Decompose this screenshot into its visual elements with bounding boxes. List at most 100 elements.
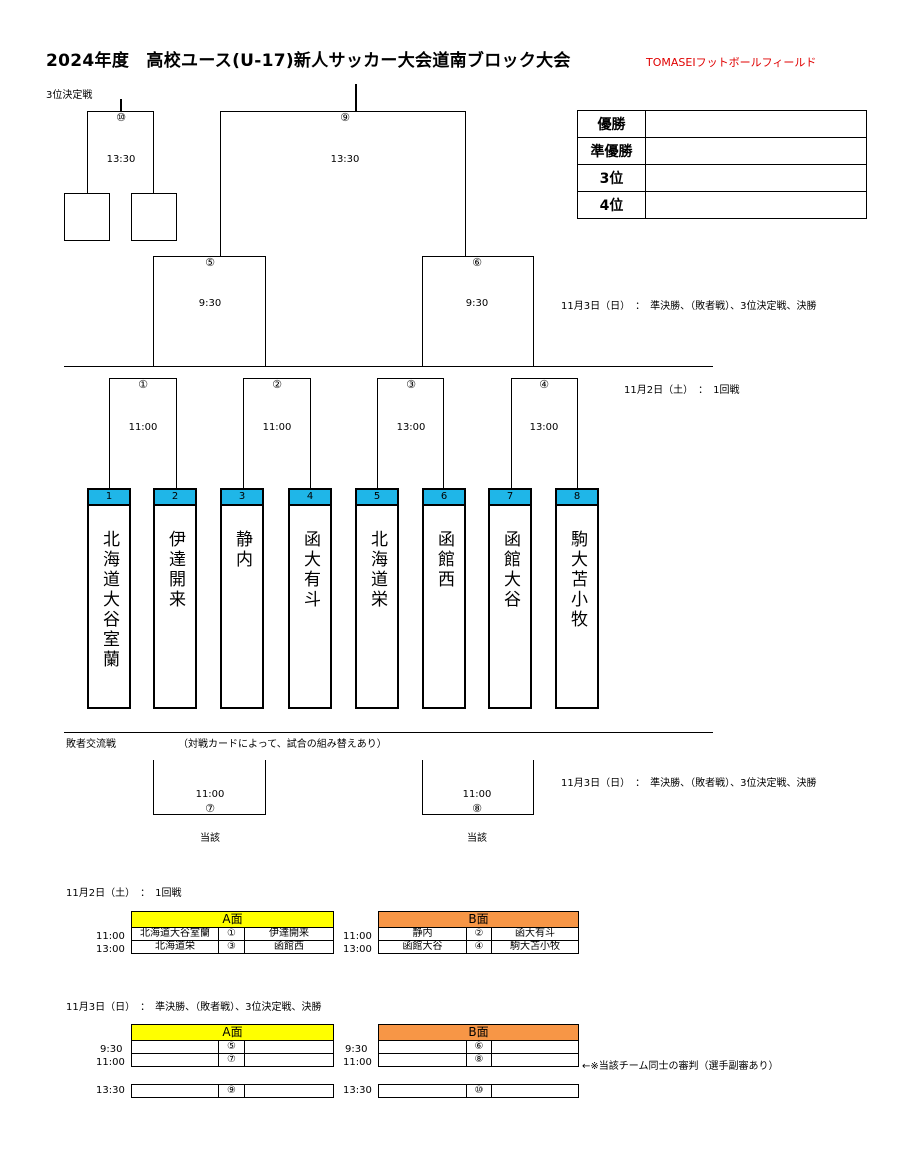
bracket-line — [377, 378, 444, 379]
results-value — [645, 137, 867, 165]
away-team — [243, 1040, 335, 1054]
team-number: 3 — [222, 490, 262, 506]
match-time-4: 13:00 — [529, 422, 559, 433]
match-number-2: ② — [272, 378, 282, 391]
consolation-day-note: 11月3日（日） ： 準決勝、（敗者戦）、3位決定戦、決勝 — [561, 778, 817, 789]
final-court-b-table: ⑩ — [378, 1084, 579, 1098]
away-team — [491, 1053, 579, 1067]
team-name: 函館西 — [434, 530, 454, 590]
match-time-10: 13:30 — [106, 154, 136, 165]
consolation-divider — [64, 732, 713, 733]
match-number-8: ⑧ — [472, 802, 482, 815]
match-number: ⑦ — [218, 1053, 245, 1067]
match-number: ② — [466, 927, 492, 941]
bracket-line — [422, 814, 534, 815]
match-number-10: ⑩ — [116, 111, 126, 124]
match-number: ④ — [466, 940, 492, 954]
results-label: 準優勝 — [577, 137, 646, 165]
bracket-line — [153, 256, 154, 366]
bracket-line — [109, 378, 177, 379]
away-team — [243, 1053, 335, 1067]
consolation-label: 敗者交流戦 — [66, 739, 116, 750]
match-number-9: ⑨ — [340, 111, 350, 124]
schedule-time: 11:00 — [343, 931, 372, 942]
match-number: ① — [218, 927, 245, 941]
bracket-line — [176, 378, 177, 488]
day1-court-b-table: B面 静内 ② 函大有斗 函館大谷 ④ 駒大苫小牧 — [378, 911, 579, 954]
team-number: 8 — [557, 490, 597, 506]
schedule-time: 13:00 — [96, 944, 125, 955]
day1-court-a-table: A面 北海道大谷室蘭 ① 伊達開来 北海道栄 ③ 函館西 — [130, 911, 335, 954]
team-box-1: 1 北海道大谷室蘭 — [87, 488, 131, 709]
team-box-2: 2 伊達開来 — [153, 488, 197, 709]
team-box-4: 4 函大有斗 — [288, 488, 332, 709]
bracket-line — [265, 760, 266, 815]
day-divider — [64, 366, 713, 367]
team-box-5: 5 北海道栄 — [355, 488, 399, 709]
home-team: 函館大谷 — [378, 940, 467, 954]
third-place-slot-2 — [131, 193, 177, 241]
bracket-line — [377, 378, 378, 488]
team-number: 6 — [424, 490, 464, 506]
team-box-3: 3 静内 — [220, 488, 264, 709]
team-name: 駒大苫小牧 — [567, 530, 587, 630]
home-team: 北海道大谷室蘭 — [131, 927, 219, 941]
match-number-4: ④ — [539, 378, 549, 391]
court-a-header: A面 — [130, 1024, 335, 1041]
schedule-day2-label: 11月3日（日） ： 準決勝、（敗者戦）、3位決定戦、決勝 — [66, 1002, 322, 1013]
day2-note: 11月3日（日） ： 準決勝、（敗者戦）、3位決定戦、決勝 — [561, 301, 817, 312]
match-number: ③ — [218, 940, 245, 954]
bracket-line — [422, 760, 423, 815]
court-a-header: A面 — [130, 911, 335, 928]
team-name: 函館大谷 — [500, 530, 520, 610]
bracket-line — [120, 99, 122, 111]
table-row: ⑤ — [131, 1040, 335, 1054]
table-row: 静内 ② 函大有斗 — [378, 927, 579, 941]
table-row: 北海道大谷室蘭 ① 伊達開来 — [131, 927, 335, 941]
bracket-line — [465, 111, 466, 256]
match-number: ⑤ — [218, 1040, 245, 1054]
bracket-line — [153, 111, 154, 193]
team-name: 伊達開来 — [165, 530, 185, 610]
match-sub-8: 当該 — [467, 833, 487, 844]
team-name: 函大有斗 — [300, 530, 320, 610]
results-label: 優勝 — [577, 110, 646, 138]
schedule-time: 9:30 — [345, 1044, 368, 1055]
team-number: 5 — [357, 490, 397, 506]
results-value — [645, 110, 867, 138]
match-number-1: ① — [138, 378, 148, 391]
away-team — [244, 1084, 334, 1098]
court-b-header: B面 — [378, 911, 579, 928]
results-value — [645, 164, 867, 192]
team-box-7: 7 函館大谷 — [488, 488, 532, 709]
team-number: 4 — [290, 490, 330, 506]
referee-note: ←※当該チーム同士の審判（選手副審あり） — [582, 1061, 779, 1072]
team-name: 北海道大谷室蘭 — [99, 530, 119, 670]
venue-label: TOMASEIフットボールフィールド — [646, 56, 817, 69]
away-team: 駒大苫小牧 — [491, 940, 579, 954]
match-time-6: 9:30 — [465, 298, 489, 309]
home-team: 北海道栄 — [131, 940, 219, 954]
away-team: 伊達開来 — [243, 927, 335, 941]
match-number: ⑥ — [466, 1040, 492, 1054]
away-team — [491, 1084, 579, 1098]
bracket-line — [153, 814, 266, 815]
bracket-line — [422, 256, 534, 257]
home-team: 静内 — [378, 927, 467, 941]
match-number: ⑩ — [466, 1084, 492, 1098]
day2-court-a-table: A面 ⑤ ⑦ — [130, 1024, 335, 1067]
bracket-line — [511, 378, 578, 379]
team-box-6: 6 函館西 — [422, 488, 466, 709]
bracket-line — [243, 378, 244, 488]
away-team: 函大有斗 — [491, 927, 579, 941]
table-row: ⑩ — [378, 1084, 579, 1098]
bracket-line — [220, 111, 466, 112]
bracket-line — [153, 760, 154, 815]
match-number-3: ③ — [406, 378, 416, 391]
day2-court-b-table: B面 ⑥ ⑧ — [378, 1024, 579, 1067]
match-number-6: ⑥ — [472, 256, 482, 269]
bracket-line — [355, 84, 357, 111]
schedule-time: 13:00 — [343, 944, 372, 955]
bracket-line — [243, 378, 311, 379]
bracket-line — [265, 256, 266, 366]
